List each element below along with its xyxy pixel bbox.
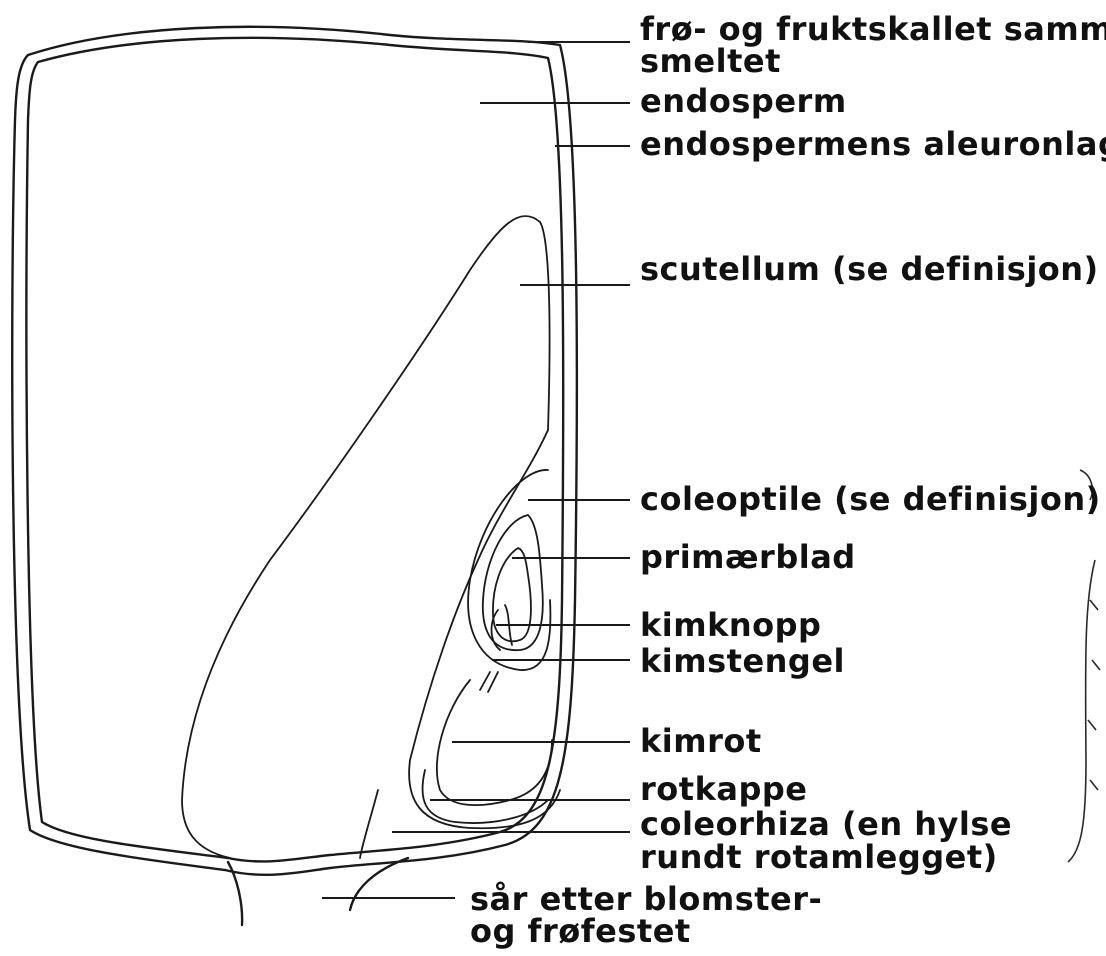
label-pericarp-line2: smeltet bbox=[640, 42, 781, 80]
label-hypocotyl: kimstengel bbox=[640, 642, 845, 680]
label-plumule: kimknopp bbox=[640, 606, 821, 644]
brace-hatching bbox=[1088, 600, 1100, 790]
seed-coat-outer bbox=[12, 27, 577, 875]
label-radicle: kimrot bbox=[640, 722, 762, 760]
label-scutellum: scutellum (se definisjon) bbox=[640, 250, 1099, 288]
embryo-inner-ridge bbox=[360, 790, 378, 858]
label-primary-leaf: primærblad bbox=[640, 538, 856, 576]
scutellum-outline bbox=[182, 216, 540, 858]
label-endosperm: endosperm bbox=[640, 82, 847, 120]
label-scar-line2: og frøfestet bbox=[470, 912, 691, 950]
seed-coat-inner bbox=[26, 38, 563, 862]
scutellum-edge bbox=[540, 222, 550, 430]
embryo-outline bbox=[409, 430, 560, 828]
label-coleorhiza-line2: rundt rotamlegget) bbox=[640, 838, 998, 876]
label-root-cap: rotkappe bbox=[640, 770, 807, 808]
inner-leaf-outline bbox=[493, 548, 531, 641]
label-coleoptile: coleoptile (se definisjon) bbox=[640, 480, 1101, 518]
root-cap-outline bbox=[423, 770, 548, 823]
hypocotyl-marks bbox=[480, 672, 498, 692]
embryo-brace bbox=[1068, 470, 1095, 862]
label-aleurone: endospermens aleuronlag bbox=[640, 125, 1106, 163]
